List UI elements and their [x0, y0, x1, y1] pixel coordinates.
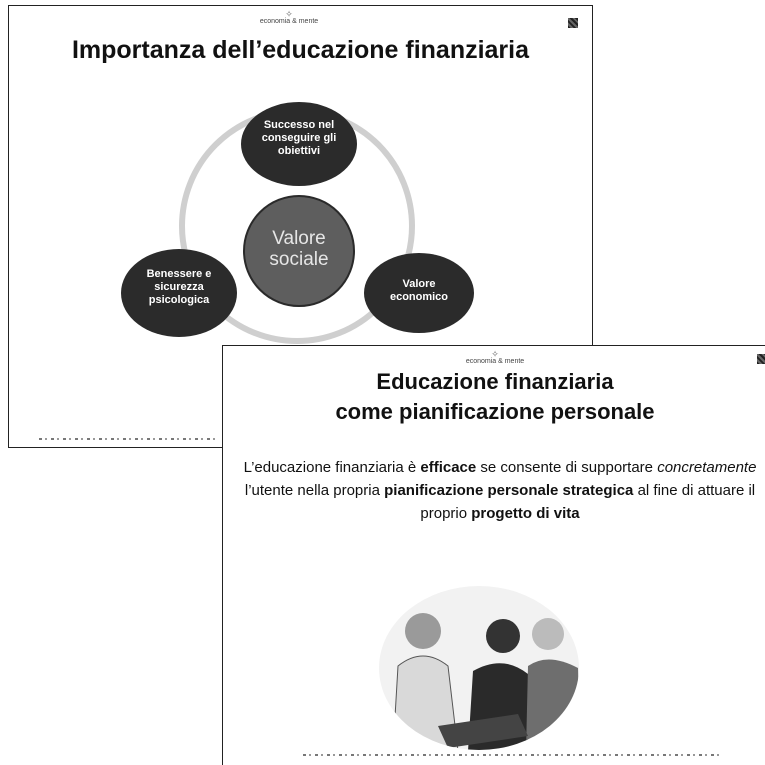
corner-mark-icon: [757, 354, 765, 364]
people-photo: [379, 586, 579, 750]
logo-text: economia & mente: [259, 18, 319, 25]
slide-title: Importanza dell’educazione finanziaria: [71, 36, 530, 64]
ellipse-right: [364, 253, 474, 333]
corner-mark-icon: [568, 18, 578, 28]
cycle-label-center: Valore sociale: [269, 228, 329, 270]
cycle-diagram: [121, 102, 474, 344]
slide-pianificazione: ✧ economia & mente Educazione finanziari…: [222, 345, 765, 765]
cycle-label-left: Benessere e sicurezza psicologica: [146, 268, 212, 306]
slide-logo: ✧ economia & mente: [465, 349, 525, 366]
center-circle: [243, 195, 355, 307]
cycle-label-top: Successo nel conseguire gli obiettivi: [261, 119, 337, 157]
logo-text: economia & mente: [465, 358, 525, 365]
slide-logo: ✧ economia & mente: [259, 9, 319, 26]
slide-footer: [303, 754, 723, 756]
slide-title-line1: Educazione finanziaria: [376, 369, 614, 394]
slide-footer: [39, 438, 219, 440]
slide-title-line2: come pianificazione personale: [335, 399, 655, 424]
ellipse-top: [241, 102, 357, 186]
slide-importanza: ✧ economia & mente Importanza dell’educa…: [8, 5, 593, 448]
slide-body-text: L’educazione finanziaria è efficace se c…: [243, 459, 757, 522]
cycle-label-right: Valore economico: [389, 278, 449, 303]
ellipse-left: [121, 249, 237, 337]
